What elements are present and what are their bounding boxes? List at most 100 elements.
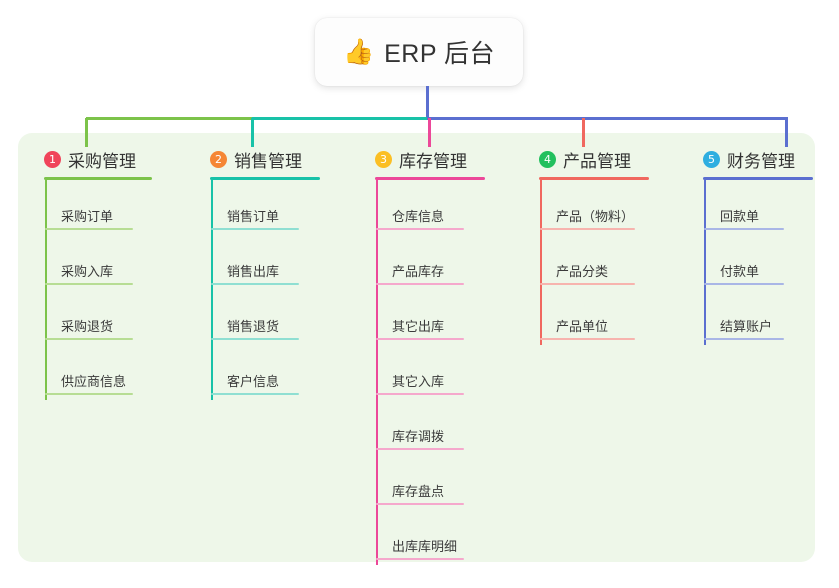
column-spine-2 <box>211 180 213 400</box>
column-header-2[interactable]: 2 销售管理 <box>204 146 320 172</box>
leaf-node-rule <box>540 228 635 230</box>
leaf-node[interactable]: 客户信息 <box>204 345 320 400</box>
leaf-node-label: 付款单 <box>720 264 760 279</box>
leaf-node-label: 产品分类 <box>556 264 609 279</box>
leaf-node[interactable]: 仓库信息 <box>369 180 485 235</box>
column-items-5: 回款单付款单结算账户 <box>697 180 813 345</box>
column-spine-1 <box>45 180 47 400</box>
leaf-node-rule <box>376 393 464 395</box>
leaf-node[interactable]: 回款单 <box>697 180 813 235</box>
leaf-node[interactable]: 采购入库 <box>38 235 152 290</box>
column-title-4: 产品管理 <box>563 151 631 171</box>
column-title-3: 库存管理 <box>399 151 467 171</box>
column-header-rule-3 <box>375 177 485 180</box>
leaf-node[interactable]: 产品分类 <box>533 235 649 290</box>
leaf-node-rule <box>211 393 299 395</box>
leaf-node[interactable]: 产品库存 <box>369 235 485 290</box>
leaf-node-label: 其它入库 <box>392 374 445 389</box>
leaf-node-label: 采购入库 <box>61 264 114 279</box>
leaf-node-label: 结算账户 <box>720 319 773 334</box>
column-header-rule-2 <box>210 177 320 180</box>
leaf-node[interactable]: 库存盘点 <box>369 455 485 510</box>
column-badge-icon-4: 4 <box>539 150 556 168</box>
leaf-node-rule <box>45 228 133 230</box>
leaf-node[interactable]: 库存调拨 <box>369 400 485 455</box>
leaf-node-rule <box>704 228 784 230</box>
leaf-node-label: 出库库明细 <box>392 539 458 554</box>
column-header-rule-4 <box>539 177 649 180</box>
leaf-node-label: 供应商信息 <box>61 374 127 389</box>
leaf-node-label: 采购订单 <box>61 209 114 224</box>
leaf-node-label: 其它出库 <box>392 319 445 334</box>
leaf-node[interactable]: 供应商信息 <box>38 345 152 400</box>
leaf-node[interactable]: 销售退货 <box>204 290 320 345</box>
leaf-node[interactable]: 结算账户 <box>697 290 813 345</box>
root-node[interactable]: 👍 ERP 后台 <box>315 18 523 86</box>
leaf-node-rule <box>376 338 464 340</box>
column-items-4: 产品（物料） 产品分类产品单位 <box>533 180 649 345</box>
leaf-node-rule <box>704 338 784 340</box>
leaf-node-label: 库存盘点 <box>392 484 445 499</box>
column-2: 2 销售管理销售订单销售出库销售退货客户信息 <box>204 146 320 400</box>
column-items-1: 采购订单采购入库采购退货供应商信息 <box>38 180 152 400</box>
leaf-node[interactable]: 产品单位 <box>533 290 649 345</box>
leaf-node-rule <box>45 338 133 340</box>
leaf-node-rule <box>45 393 133 395</box>
leaf-node[interactable]: 其它入库 <box>369 345 485 400</box>
leaf-node-label: 销售退货 <box>227 319 280 334</box>
column-header-rule-1 <box>44 177 152 180</box>
leaf-node-rule <box>376 503 464 505</box>
leaf-node[interactable]: 采购订单 <box>38 180 152 235</box>
column-badge-icon-3: 3 <box>375 150 392 168</box>
leaf-node-label: 采购退货 <box>61 319 114 334</box>
column-spine-4 <box>540 180 542 345</box>
column-spine-5 <box>704 180 706 345</box>
column-items-2: 销售订单销售出库销售退货客户信息 <box>204 180 320 400</box>
leaf-node-rule <box>704 283 784 285</box>
leaf-node-rule <box>45 283 133 285</box>
leaf-node-rule <box>376 558 464 560</box>
leaf-node-label: 产品（物料） <box>556 209 635 224</box>
leaf-node[interactable]: 产品（物料） <box>533 180 649 235</box>
column-title-5: 财务管理 <box>727 151 795 171</box>
leaf-node[interactable]: 出库库明细 <box>369 510 485 565</box>
column-header-rule-5 <box>703 177 813 180</box>
leaf-node-label: 销售出库 <box>227 264 280 279</box>
column-title-2: 销售管理 <box>234 151 302 171</box>
leaf-node[interactable]: 采购退货 <box>38 290 152 345</box>
column-4: 4 产品管理产品（物料） 产品分类产品单位 <box>533 146 649 345</box>
leaf-node-label: 产品单位 <box>556 319 609 334</box>
leaf-node-rule <box>376 228 464 230</box>
column-5: 5 财务管理回款单付款单结算账户 <box>697 146 813 345</box>
column-header-5[interactable]: 5 财务管理 <box>697 146 813 172</box>
column-header-4[interactable]: 4 产品管理 <box>533 146 649 172</box>
leaf-node[interactable]: 其它出库 <box>369 290 485 345</box>
leaf-node-label: 产品库存 <box>392 264 445 279</box>
column-badge-icon-5: 5 <box>703 150 720 168</box>
leaf-node-label: 客户信息 <box>227 374 280 389</box>
column-items-3: 仓库信息产品库存其它出库其它入库库存调拨库存盘点出库库明细 <box>369 180 485 565</box>
leaf-node-rule <box>376 448 464 450</box>
leaf-node-rule <box>211 283 299 285</box>
column-badge-icon-2: 2 <box>210 150 227 168</box>
leaf-node-label: 销售订单 <box>227 209 280 224</box>
root-node-content: 👍 ERP 后台 <box>343 34 495 70</box>
column-header-3[interactable]: 3 库存管理 <box>369 146 485 172</box>
leaf-node-label: 库存调拨 <box>392 429 445 444</box>
leaf-node-rule <box>376 283 464 285</box>
leaf-node-rule <box>211 228 299 230</box>
leaf-node-rule <box>540 338 635 340</box>
column-title-1: 采购管理 <box>68 151 136 171</box>
branches-panel <box>18 133 815 562</box>
leaf-node-label: 仓库信息 <box>392 209 445 224</box>
leaf-node[interactable]: 销售订单 <box>204 180 320 235</box>
column-3: 3 库存管理仓库信息产品库存其它出库其它入库库存调拨库存盘点出库库明细 <box>369 146 485 565</box>
leaf-node-label: 回款单 <box>720 209 760 224</box>
leaf-node-rule <box>540 283 635 285</box>
leaf-node[interactable]: 付款单 <box>697 235 813 290</box>
thumbs-up-icon: 👍 <box>342 37 375 66</box>
leaf-node[interactable]: 销售出库 <box>204 235 320 290</box>
